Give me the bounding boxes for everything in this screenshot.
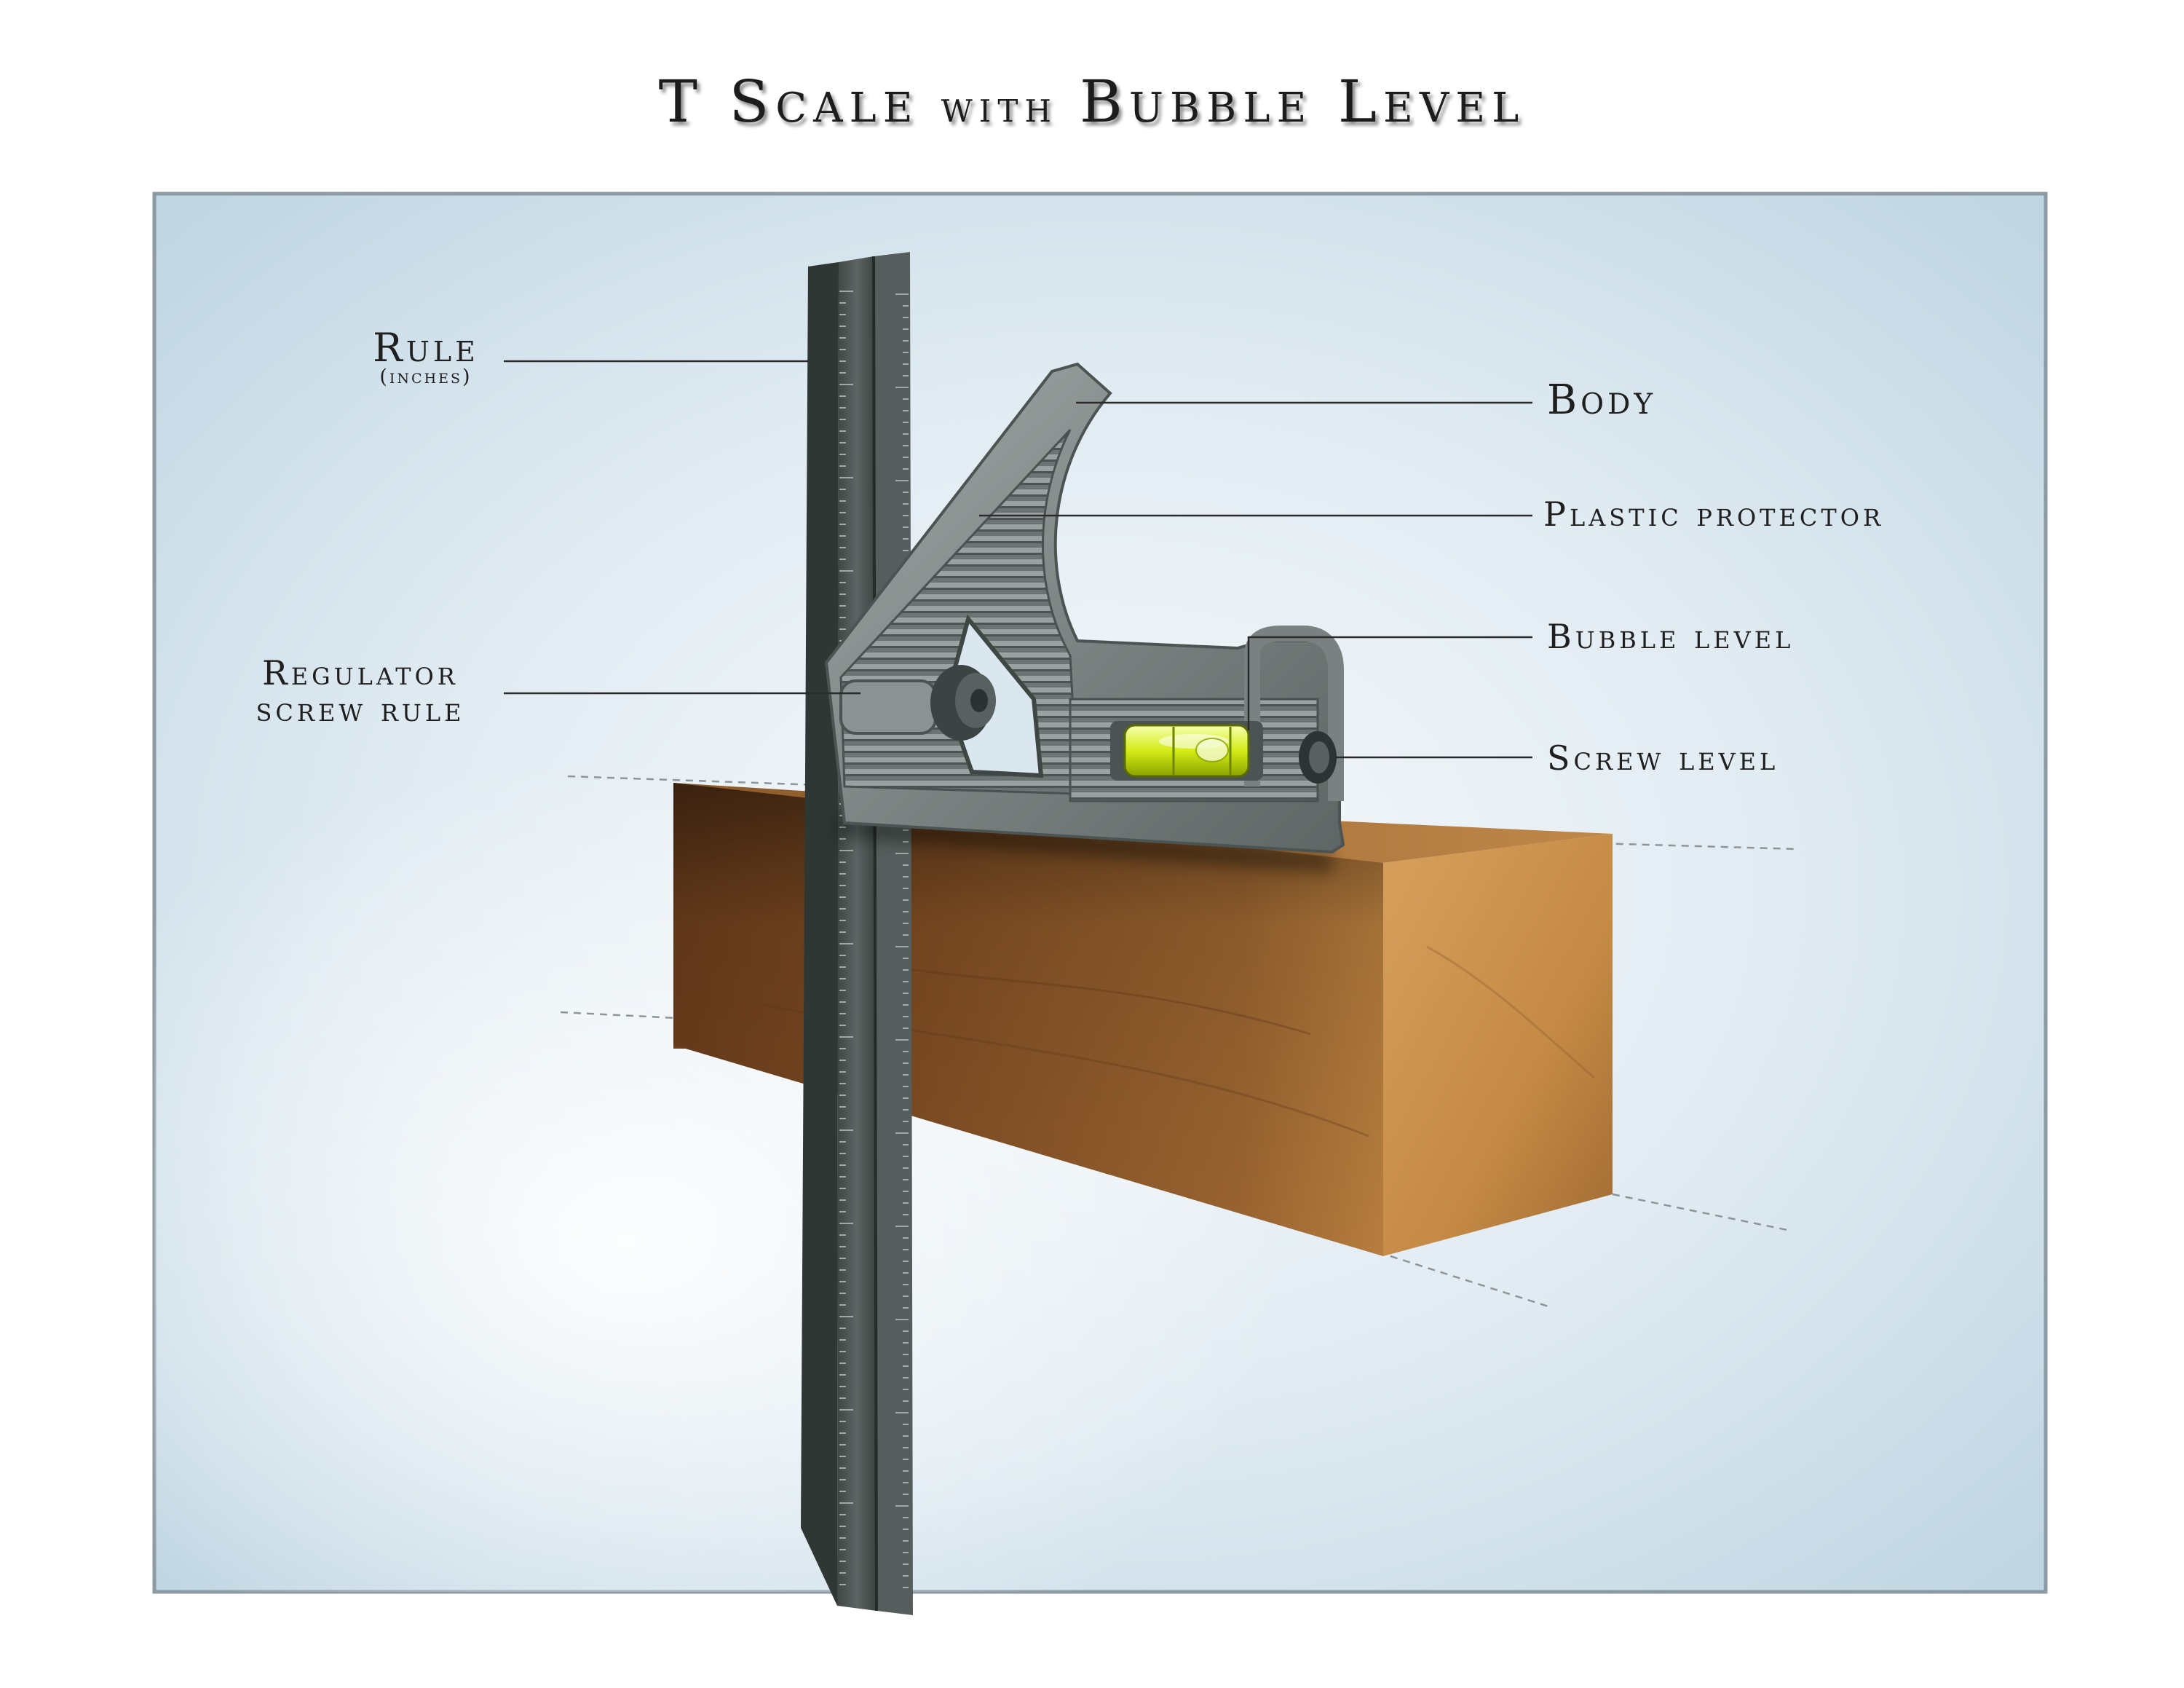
label-bubble-level: Bubble level: [1547, 617, 1794, 656]
square-head: [824, 362, 1345, 874]
rule-face-right: [874, 252, 913, 1615]
leader-lines: [504, 360, 1532, 759]
label-rule: Rule: [373, 325, 479, 371]
label-regulator-line-2: screw rule: [256, 690, 464, 729]
label-screw-level: Screw level: [1547, 738, 1779, 778]
rule-left-edge: [801, 262, 839, 1606]
screw-level: [1299, 731, 1337, 784]
title-part-2: with: [941, 82, 1059, 133]
title-part-3: Bubble Level: [1080, 68, 1526, 135]
label-plastic-protector: Plastic protector: [1543, 494, 1884, 534]
bubble-level-vial: [1110, 721, 1263, 781]
leader-bubble-level: [1247, 636, 1532, 730]
wood-side-face: [1383, 834, 1613, 1256]
rule-face-left: [837, 256, 877, 1611]
title-part-1: T Scale: [658, 68, 919, 135]
rule-blade: [801, 252, 913, 1615]
label-rule-unit: (inches): [379, 366, 472, 388]
regulator-screw: [839, 665, 996, 741]
label-regulator-line-1: Regulator: [262, 653, 459, 693]
label-body: Body: [1547, 376, 1656, 424]
